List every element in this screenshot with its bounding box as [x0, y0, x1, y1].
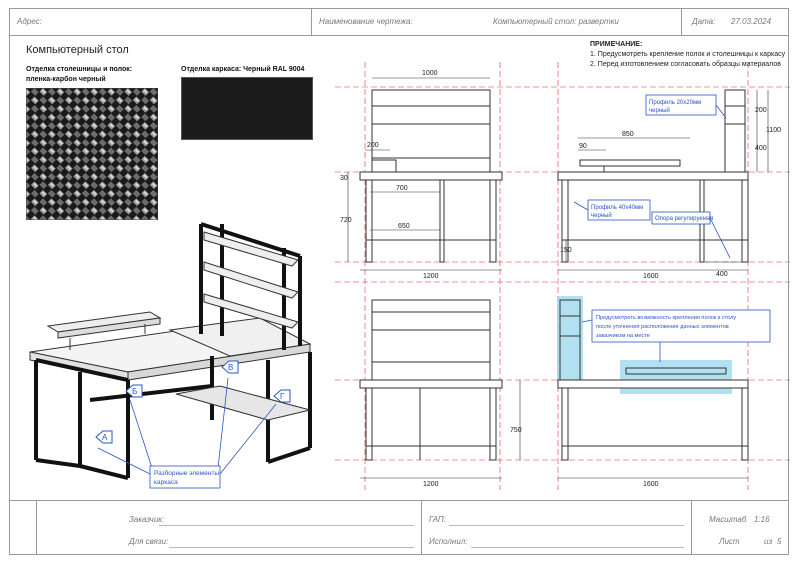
dim-650: 650	[398, 223, 410, 230]
attach-note-box	[591, 309, 771, 343]
header-divider	[311, 8, 312, 35]
dim-720: 720	[340, 217, 352, 224]
dim-30: 30	[340, 175, 348, 182]
sheet-label: Лист	[719, 537, 740, 546]
header-divider	[681, 8, 682, 35]
rear-view	[359, 299, 503, 461]
side-callouts	[573, 94, 731, 259]
marker-v	[221, 360, 239, 374]
marker-b-label: Б	[132, 387, 137, 396]
drawings-canvas: А Б В Г Разборные элементы каркаса	[29, 62, 790, 490]
highlight-stand	[620, 360, 732, 394]
dim-400-bottom: 400	[716, 271, 728, 278]
sheet-total: 5	[777, 537, 782, 546]
dim-200-side: 200	[755, 107, 767, 114]
profile-big-label: Профиль 40х40мм	[591, 205, 643, 211]
marker-a	[95, 430, 113, 444]
parts-label-box	[149, 465, 221, 489]
parts-label: каркаса	[154, 479, 178, 486]
marker-g	[273, 389, 291, 403]
profile-big-label: черный	[591, 212, 612, 219]
dim-150: 150	[560, 247, 572, 254]
dim-200: 200	[367, 142, 379, 149]
customer-label: Заказчик:	[129, 515, 165, 524]
dim-400-side: 400	[755, 145, 767, 152]
date-value: 27.03.2024	[731, 17, 772, 26]
sheet-frame	[9, 8, 789, 555]
frame-finish-label: Отделка каркаса: Черный RAL 9004	[181, 66, 305, 73]
callout-letters: А Б В Г	[102, 363, 285, 442]
dim-1600: 1600	[643, 273, 659, 280]
marker-g-label: Г	[280, 392, 285, 401]
side-dim-labels: 850 90 200 1100 400 150 1600 400	[560, 107, 781, 280]
profile-small-label: черный	[649, 107, 670, 114]
top-finish-material: пленка-карбон черный	[26, 76, 106, 83]
dim-1000: 1000	[422, 70, 438, 77]
attach-note: после уточнения расположения данных элем…	[596, 324, 729, 330]
callout-markers	[95, 360, 291, 444]
profile-small-label: Профиль 20х20мм	[649, 100, 701, 106]
dim-750: 750	[510, 427, 522, 434]
address-label: Адрес:	[17, 17, 42, 26]
note-item: 2. Перед изготовлением согласовать образ…	[590, 61, 781, 68]
gap-label: ГАП:	[429, 515, 446, 524]
title-block-footer: Заказчик: Для связи: ГАП: Исполнил: Масш…	[9, 500, 789, 555]
attach-note: Предусмотреть возможность крепления поло…	[596, 315, 736, 321]
side-dims	[558, 90, 769, 271]
scale-value: 1:16	[754, 515, 770, 524]
dim-850: 850	[622, 131, 634, 138]
support-label: Опора регулируемая	[655, 216, 713, 222]
sheet-of: из	[764, 537, 773, 546]
dim-1600-plan: 1600	[643, 481, 659, 488]
drawing-name-value: Компьютерный стол: развертки	[493, 17, 619, 26]
title-header: Адрес: Наименование чертежа: Компьютерны…	[9, 8, 789, 36]
dim-700: 700	[396, 185, 408, 192]
drawing-name-label: Наименование чертежа:	[319, 17, 413, 26]
attach-note: заказчиком на месте	[596, 333, 650, 339]
top-finish-label: Отделка столешницы и полок:	[26, 66, 133, 73]
parts-label: Разборные элементы	[154, 469, 219, 477]
contact-label: Для связи:	[129, 537, 169, 546]
marker-v-label: В	[228, 363, 233, 372]
notes-heading: ПРИМЕЧАНИЕ:	[590, 41, 643, 48]
second-side-view	[557, 299, 749, 461]
rear-dims	[360, 380, 521, 479]
front-dims	[347, 77, 502, 271]
front-view	[359, 89, 503, 263]
carbon-swatch	[26, 88, 158, 220]
page-title: Компьютерный стол	[26, 44, 129, 56]
note-item: 1. Предусмотреть крепление полок и столе…	[590, 51, 786, 58]
ral9004-swatch	[181, 77, 313, 140]
marker-a-label: А	[102, 433, 108, 442]
executor-label: Исполнил:	[429, 537, 468, 546]
dim-1200-rear: 1200	[423, 481, 439, 488]
marker-b	[125, 384, 143, 398]
highlight-shelf-unit	[557, 296, 583, 382]
dim-1100: 1100	[766, 127, 781, 134]
front-dim-labels: 1000 200 30 720 700 650 1200	[340, 70, 439, 280]
dim-90: 90	[579, 143, 587, 150]
scale-label: Масштаб	[709, 515, 747, 524]
dim-1200: 1200	[423, 273, 439, 280]
isometric-view	[29, 222, 312, 480]
callout-leaders	[97, 377, 277, 475]
date-label: Дата:	[692, 17, 716, 26]
